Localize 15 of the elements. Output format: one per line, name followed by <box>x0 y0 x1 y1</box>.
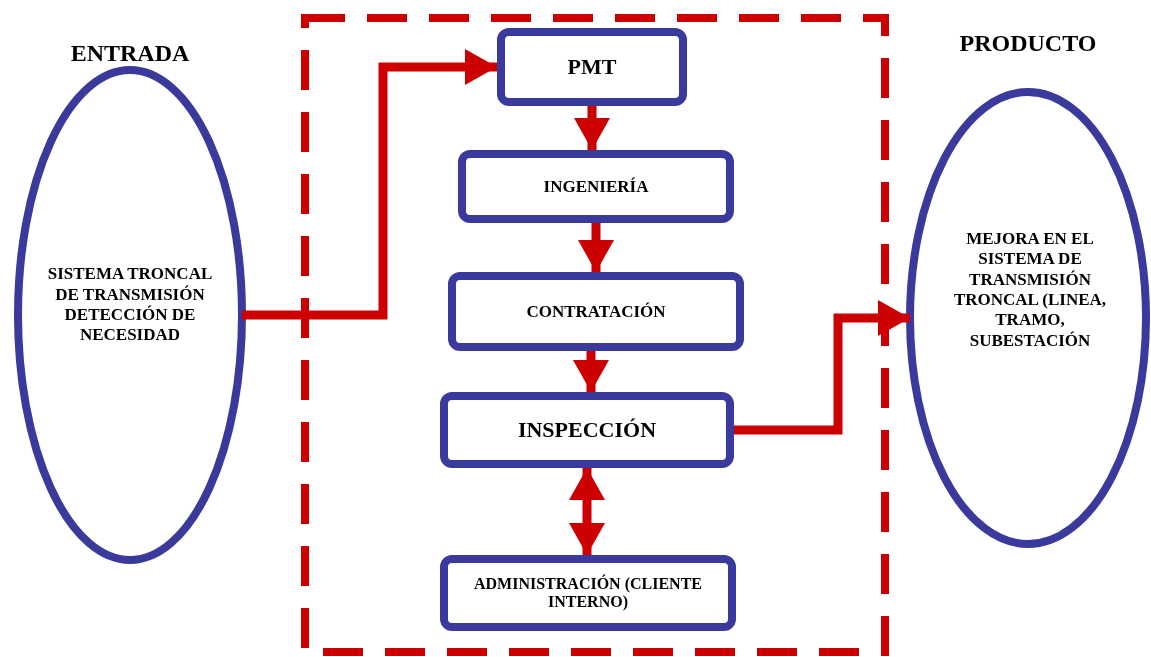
arrow <box>569 468 605 555</box>
heading: ENTRADA <box>69 40 191 67</box>
process-box: INGENIERÍA <box>458 150 734 223</box>
arrow <box>578 223 614 272</box>
arrow <box>573 351 609 392</box>
arrow <box>242 49 497 320</box>
node-text: SISTEMA TRONCAL DE TRANSMISIÓN DETECCIÓN DE NECESIDAD <box>46 264 214 346</box>
arrow <box>574 106 610 150</box>
process-box: PMT <box>497 28 687 106</box>
process-box: INSPECCIÓN <box>440 392 734 468</box>
arrow <box>734 300 910 435</box>
node-text: MEJORA EN EL SISTEMA DE TRANSMISIÓN TRONCAL (LINEA, TRAMO, SUBESTACIÓN <box>952 228 1108 352</box>
process-box: CONTRATACIÓN <box>448 272 744 351</box>
heading: PRODUCTO <box>958 30 1098 57</box>
process-box: ADMINISTRACIÓN (CLIENTE INTERNO) <box>440 555 736 631</box>
